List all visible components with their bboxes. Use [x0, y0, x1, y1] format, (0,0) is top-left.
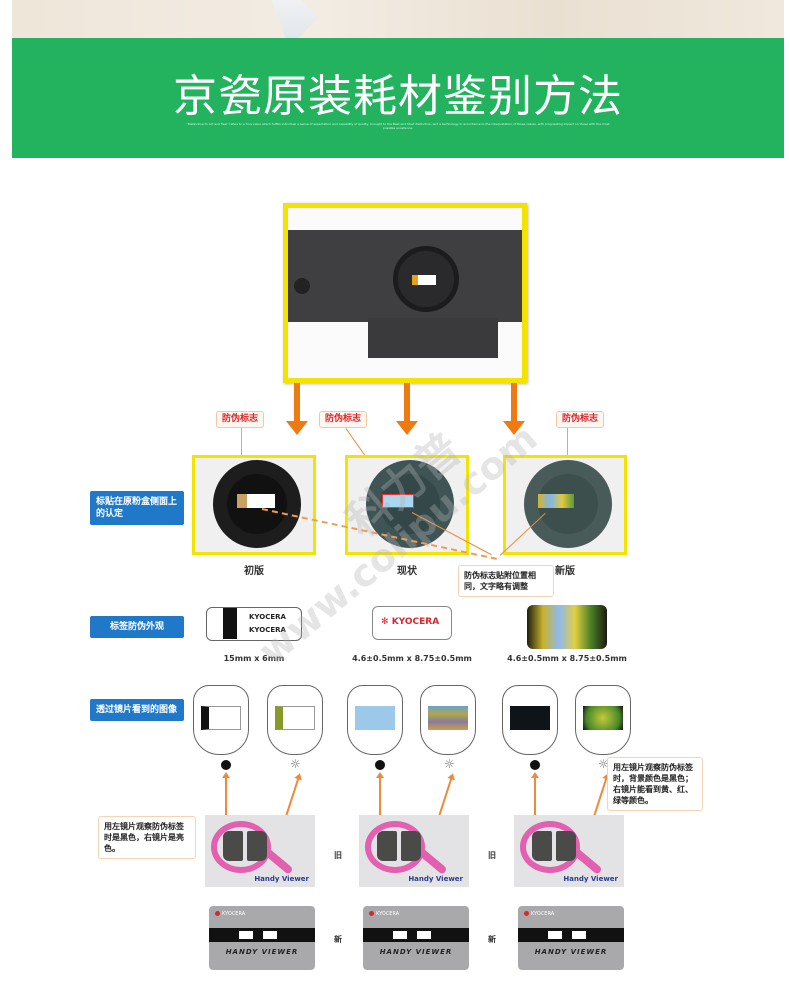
- card-name: HANDY VIEWER: [534, 948, 608, 956]
- right-lens-pane: [401, 831, 421, 861]
- right-lens-view: [575, 685, 631, 755]
- left-lens-view: [347, 685, 403, 755]
- photo-current-version: [345, 455, 469, 555]
- handy-viewer-new: Handy Viewer: [514, 815, 624, 887]
- left-lens-note: 用左镜片观察防伪标签时是黑色，右镜片是亮色。: [98, 816, 196, 859]
- sticker-brand-text: KYOCERA: [249, 626, 286, 634]
- viewer-card: KYOCERA HANDY VIEWER: [363, 906, 469, 970]
- lens-image: [583, 706, 623, 730]
- sticker-chip: [237, 494, 275, 508]
- anti-counterfeit-label: 防伪标志: [216, 411, 265, 428]
- right-lens-note: 用左镜片观察防伪标签时，背景颜色是黑色；右镜片能看到黄、红、绿等颜色。: [607, 757, 703, 811]
- magnifier-handle: [571, 847, 603, 875]
- sticker-dimension: 4.6±0.5mm x 8.75±0.5mm: [352, 654, 472, 663]
- sticker-dimension: 15mm x 6mm: [223, 654, 285, 663]
- down-arrow-icon: [396, 383, 418, 435]
- right-lens-view: [267, 685, 323, 755]
- card-name: HANDY VIEWER: [379, 948, 453, 956]
- viewer-card: KYOCERA HANDY VIEWER: [518, 906, 624, 970]
- sticker-chip: [538, 494, 574, 508]
- lens-image: [428, 706, 468, 730]
- side-tag-lens-view: 透过镜片看到的图像: [90, 699, 184, 721]
- kyocera-logo: ✻ KYOCERA: [381, 617, 440, 627]
- right-lens-view: [420, 685, 476, 755]
- lens-image: [275, 706, 315, 730]
- viewer-card: KYOCERA HANDY VIEWER: [209, 906, 315, 970]
- magnifier-handle: [416, 847, 448, 875]
- up-arrow-icon: [222, 772, 230, 826]
- separator-old: 旧: [488, 851, 496, 860]
- photo-first-version: [192, 455, 316, 555]
- separator-new: 新: [334, 935, 342, 944]
- sticker-brand-text: KYOCERA: [249, 613, 286, 621]
- side-tag-sticker-location: 标贴在原粉盒侧面上的认定: [90, 491, 184, 525]
- anti-counterfeit-sticker: [412, 275, 436, 285]
- handy-viewer-current: Handy Viewer: [359, 815, 469, 887]
- card-logo: KYOCERA: [524, 911, 554, 917]
- sticker-dimension: 4.6±0.5mm x 8.75±0.5mm: [507, 654, 627, 663]
- sticker-brand-text: KYOCERA: [391, 617, 440, 627]
- separator-old: 旧: [334, 851, 342, 860]
- lens-image: [201, 706, 241, 730]
- up-arrow-icon: [376, 772, 384, 826]
- page-title: 京瓷原装耗材鉴别方法: [173, 71, 623, 122]
- card-logo: KYOCERA: [215, 911, 245, 917]
- down-arrow-icon: [286, 383, 308, 435]
- separator-new: 新: [488, 935, 496, 944]
- magnifier-loop: [211, 821, 271, 873]
- caption-first-version: 初版: [244, 566, 264, 577]
- sticker-new-version: [527, 605, 607, 649]
- magnifier-loop: [520, 821, 580, 873]
- right-lens-pane: [247, 831, 267, 861]
- top-background-photo: [12, 0, 784, 38]
- position-note: 防伪标志贴附位置相同，文字略有调整: [458, 565, 554, 597]
- sticker-chip: [382, 494, 414, 508]
- sticker-black-band: [223, 608, 237, 639]
- sun-icon: ☼: [444, 757, 455, 771]
- title-banner: 京瓷原装耗材鉴别方法 "Distinctive to Act and Feel"…: [12, 38, 784, 158]
- banner-subtitle: "Distinctive to Act and Feel" refers to …: [186, 122, 610, 130]
- card-strip: [518, 928, 624, 942]
- toner-cartridge: [288, 230, 522, 322]
- viewer-brand: Handy Viewer: [563, 875, 618, 883]
- dark-dot-icon: [221, 760, 231, 770]
- cartridge-photo: [283, 203, 527, 383]
- dark-dot-icon: [375, 760, 385, 770]
- anti-counterfeit-label: 防伪标志: [319, 411, 368, 428]
- card-strip: [363, 928, 469, 942]
- sticker-first-version: KYOCERA KYOCERA: [206, 607, 302, 641]
- dark-dot-icon: [530, 760, 540, 770]
- sun-icon: ☼: [290, 757, 301, 771]
- viewer-brand: Handy Viewer: [254, 875, 309, 883]
- right-lens-pane: [556, 831, 576, 861]
- card-name: HANDY VIEWER: [225, 948, 299, 956]
- cartridge-lower-part: [368, 318, 498, 358]
- lens-image: [510, 706, 550, 730]
- magnifier-handle: [262, 847, 294, 875]
- caption-current-version: 现状: [397, 566, 417, 577]
- cartridge-hub: [393, 246, 459, 312]
- left-lens-view: [193, 685, 249, 755]
- left-lens-pane: [223, 831, 243, 861]
- left-lens-pane: [377, 831, 397, 861]
- caption-new-version: 新版: [555, 566, 575, 577]
- magnifier-loop: [365, 821, 425, 873]
- viewer-brand: Handy Viewer: [408, 875, 463, 883]
- left-lens-view: [502, 685, 558, 755]
- handy-viewer-old: Handy Viewer: [205, 815, 315, 887]
- side-tag-sticker-appearance: 标签防伪外观: [90, 616, 184, 638]
- sticker-current-version: ✻ KYOCERA: [372, 606, 452, 640]
- sun-icon: ☼: [598, 757, 609, 771]
- anti-counterfeit-label: 防伪标志: [556, 411, 605, 428]
- photo-new-version: [503, 455, 627, 555]
- up-arrow-icon: [531, 772, 539, 826]
- card-logo: KYOCERA: [369, 911, 399, 917]
- down-arrow-icon: [503, 383, 525, 435]
- card-strip: [209, 928, 315, 942]
- cartridge-knob: [294, 278, 310, 294]
- left-lens-pane: [532, 831, 552, 861]
- lens-image: [355, 706, 395, 730]
